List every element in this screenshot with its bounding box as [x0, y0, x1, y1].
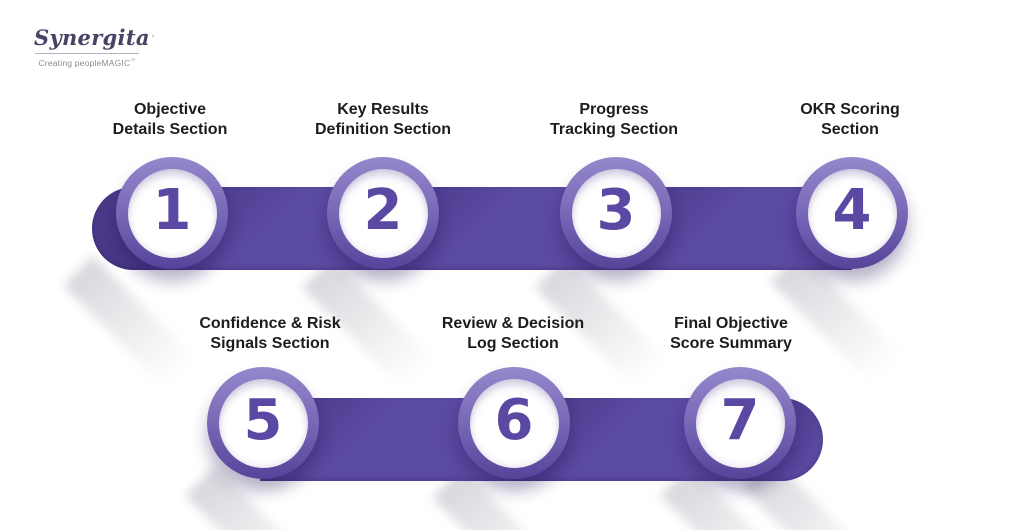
logo-swirl-icon	[151, 34, 154, 38]
step-number-7: 7	[720, 388, 760, 453]
step-circle-2: 2	[327, 157, 439, 269]
step-circle-3: 3	[560, 157, 672, 269]
logo-wordmark: Synergita	[34, 25, 150, 50]
step-number-3: 3	[596, 178, 636, 243]
synergita-logo: Synergita Creating peopleMAGIC™	[34, 22, 154, 68]
step-circle-7: 7	[684, 367, 796, 479]
step-circle-1: 1	[116, 157, 228, 269]
step-circle-4: 4	[796, 157, 908, 269]
step-number-5: 5	[243, 388, 283, 453]
logo-divider	[35, 53, 139, 54]
step-number-4: 4	[832, 178, 872, 243]
step-number-1: 1	[152, 178, 192, 243]
logo-tagline: Creating peopleMAGIC™	[38, 57, 136, 68]
step-circle-6: 6	[458, 367, 570, 479]
step-number-6: 6	[494, 388, 534, 453]
trademark-symbol: ™	[130, 58, 136, 64]
step-number-2: 2	[363, 178, 403, 243]
step-circle-5: 5	[207, 367, 319, 479]
